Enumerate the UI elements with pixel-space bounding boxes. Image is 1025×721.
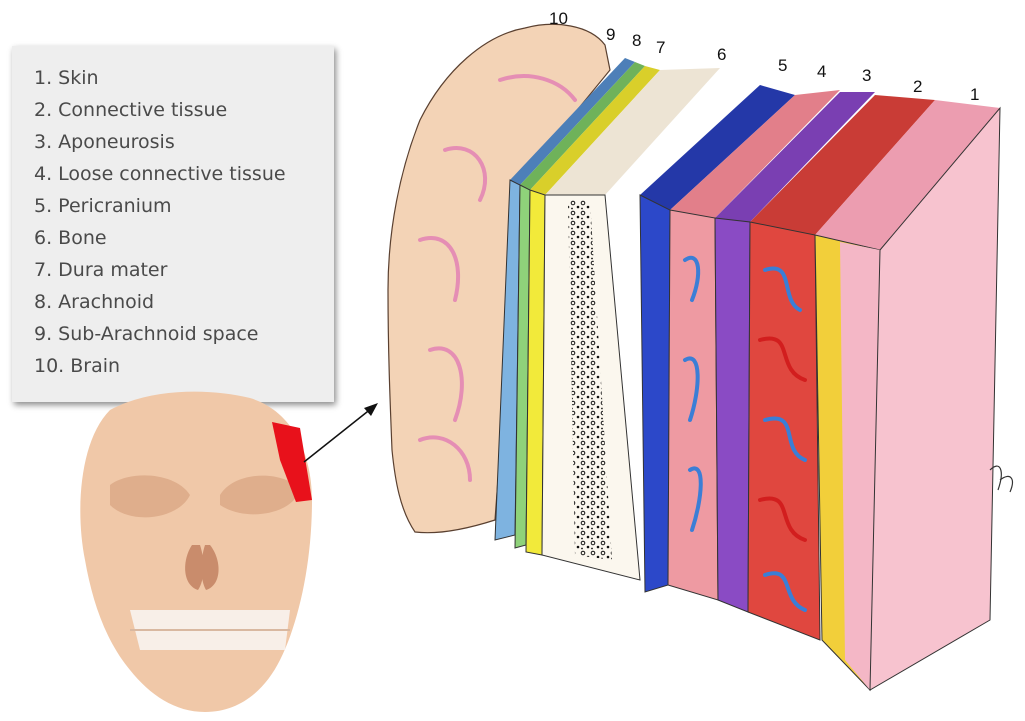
layer-label-9: 9 bbox=[606, 25, 615, 44]
layer-label-4: 4 bbox=[817, 62, 826, 81]
pointer-arrow bbox=[304, 403, 378, 462]
layer-label-5: 5 bbox=[778, 56, 787, 75]
layer-label-1: 1 bbox=[970, 85, 979, 104]
skull-icon bbox=[80, 392, 312, 712]
layer-label-8: 8 bbox=[632, 31, 641, 50]
layer-label-2: 2 bbox=[913, 77, 922, 96]
layer-label-6: 6 bbox=[717, 45, 726, 64]
layer-label-7: 7 bbox=[656, 38, 665, 57]
layer-label-3: 3 bbox=[862, 66, 871, 85]
layer-label-10: 10 bbox=[549, 9, 568, 28]
